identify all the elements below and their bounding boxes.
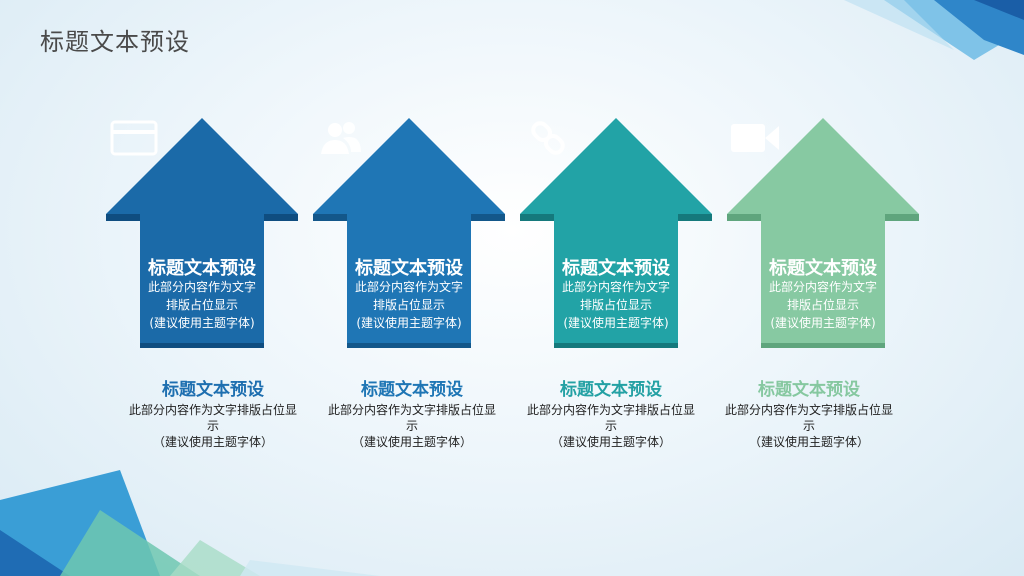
arrow-description: 此部分内容作为文字 排版占位显示 (建议使用主题字体) [757,278,889,332]
desc-line: 此部分内容作为文字 [768,280,877,294]
caption-title: 标题文本预设 [560,380,662,400]
arrow-shape [106,118,298,348]
desc-line: 此部分内容作为文字排版占位显 [724,403,893,417]
credit-card-icon [110,120,158,156]
caption-title: 标题文本预设 [361,380,463,400]
link-icon [531,121,565,155]
caption-title: 标题文本预设 [162,380,264,400]
desc-line: 此部分内容作为文字排版占位显 [128,403,297,417]
desc-line: （建议使用主题字体） [748,435,869,449]
desc-line: （建议使用主题字体） [152,435,273,449]
desc-line: 示 [802,419,815,433]
caption-3: 标题文本预设 此部分内容作为文字排版占位显 示 （建议使用主题字体） [516,375,706,450]
arrow-shape [520,118,712,348]
desc-line: (建议使用主题字体) [770,316,876,330]
desc-line: (建议使用主题字体) [356,316,462,330]
caption-description: 此部分内容作为文字排版占位显 示 （建议使用主题字体） [317,402,507,450]
users-icon [321,122,361,154]
desc-line: 排版占位显示 [372,298,445,312]
desc-line: 此部分内容作为文字 [147,280,256,294]
arrow-card-4: 标题文本预设 此部分内容作为文字 排版占位显示 (建议使用主题字体) [727,118,919,348]
desc-line: 示 [405,419,418,433]
desc-line: 排版占位显示 [786,298,859,312]
arrow-description: 此部分内容作为文字 排版占位显示 (建议使用主题字体) [550,278,682,332]
caption-description: 此部分内容作为文字排版占位显 示 （建议使用主题字体） [118,402,308,450]
page-title: 标题文本预设 [40,28,190,56]
arrow-shape [313,118,505,348]
desc-line: （建议使用主题字体） [351,435,472,449]
desc-line: (建议使用主题字体) [149,316,255,330]
arrow-description: 此部分内容作为文字 排版占位显示 (建议使用主题字体) [136,278,268,332]
caption-2: 标题文本预设 此部分内容作为文字排版占位显 示 （建议使用主题字体） [317,375,507,450]
arrow-title: 标题文本预设 [355,258,463,279]
arrow-card-2: 标题文本预设 此部分内容作为文字 排版占位显示 (建议使用主题字体) [313,118,505,348]
caption-description: 此部分内容作为文字排版占位显 示 （建议使用主题字体） [714,402,904,450]
desc-line: 示 [206,419,219,433]
desc-line: 此部分内容作为文字排版占位显 [526,403,695,417]
arrow-title: 标题文本预设 [148,258,256,279]
arrow-description: 此部分内容作为文字 排版占位显示 (建议使用主题字体) [343,278,475,332]
video-camera-icon [731,124,779,152]
caption-title: 标题文本预设 [758,380,860,400]
arrow-shape [727,118,919,348]
arrow-card-3: 标题文本预设 此部分内容作为文字 排版占位显示 (建议使用主题字体) [520,118,712,348]
desc-line: (建议使用主题字体) [563,316,669,330]
corner-decoration-top-right [844,0,1024,60]
desc-line: 示 [604,419,617,433]
caption-4: 标题文本预设 此部分内容作为文字排版占位显 示 （建议使用主题字体） [714,375,904,450]
desc-line: （建议使用主题字体） [550,435,671,449]
arrow-title: 标题文本预设 [769,258,877,279]
caption-1: 标题文本预设 此部分内容作为文字排版占位显 示 （建议使用主题字体） [118,375,308,450]
arrow-title: 标题文本预设 [562,258,670,279]
caption-description: 此部分内容作为文字排版占位显 示 （建议使用主题字体） [516,402,706,450]
desc-line: 排版占位显示 [165,298,238,312]
desc-line: 排版占位显示 [579,298,652,312]
arrow-card-1: 标题文本预设 此部分内容作为文字 排版占位显示 (建议使用主题字体) [106,118,298,348]
desc-line: 此部分内容作为文字 [561,280,670,294]
desc-line: 此部分内容作为文字 [354,280,463,294]
desc-line: 此部分内容作为文字排版占位显 [327,403,496,417]
corner-decoration-bottom-left [0,470,380,576]
